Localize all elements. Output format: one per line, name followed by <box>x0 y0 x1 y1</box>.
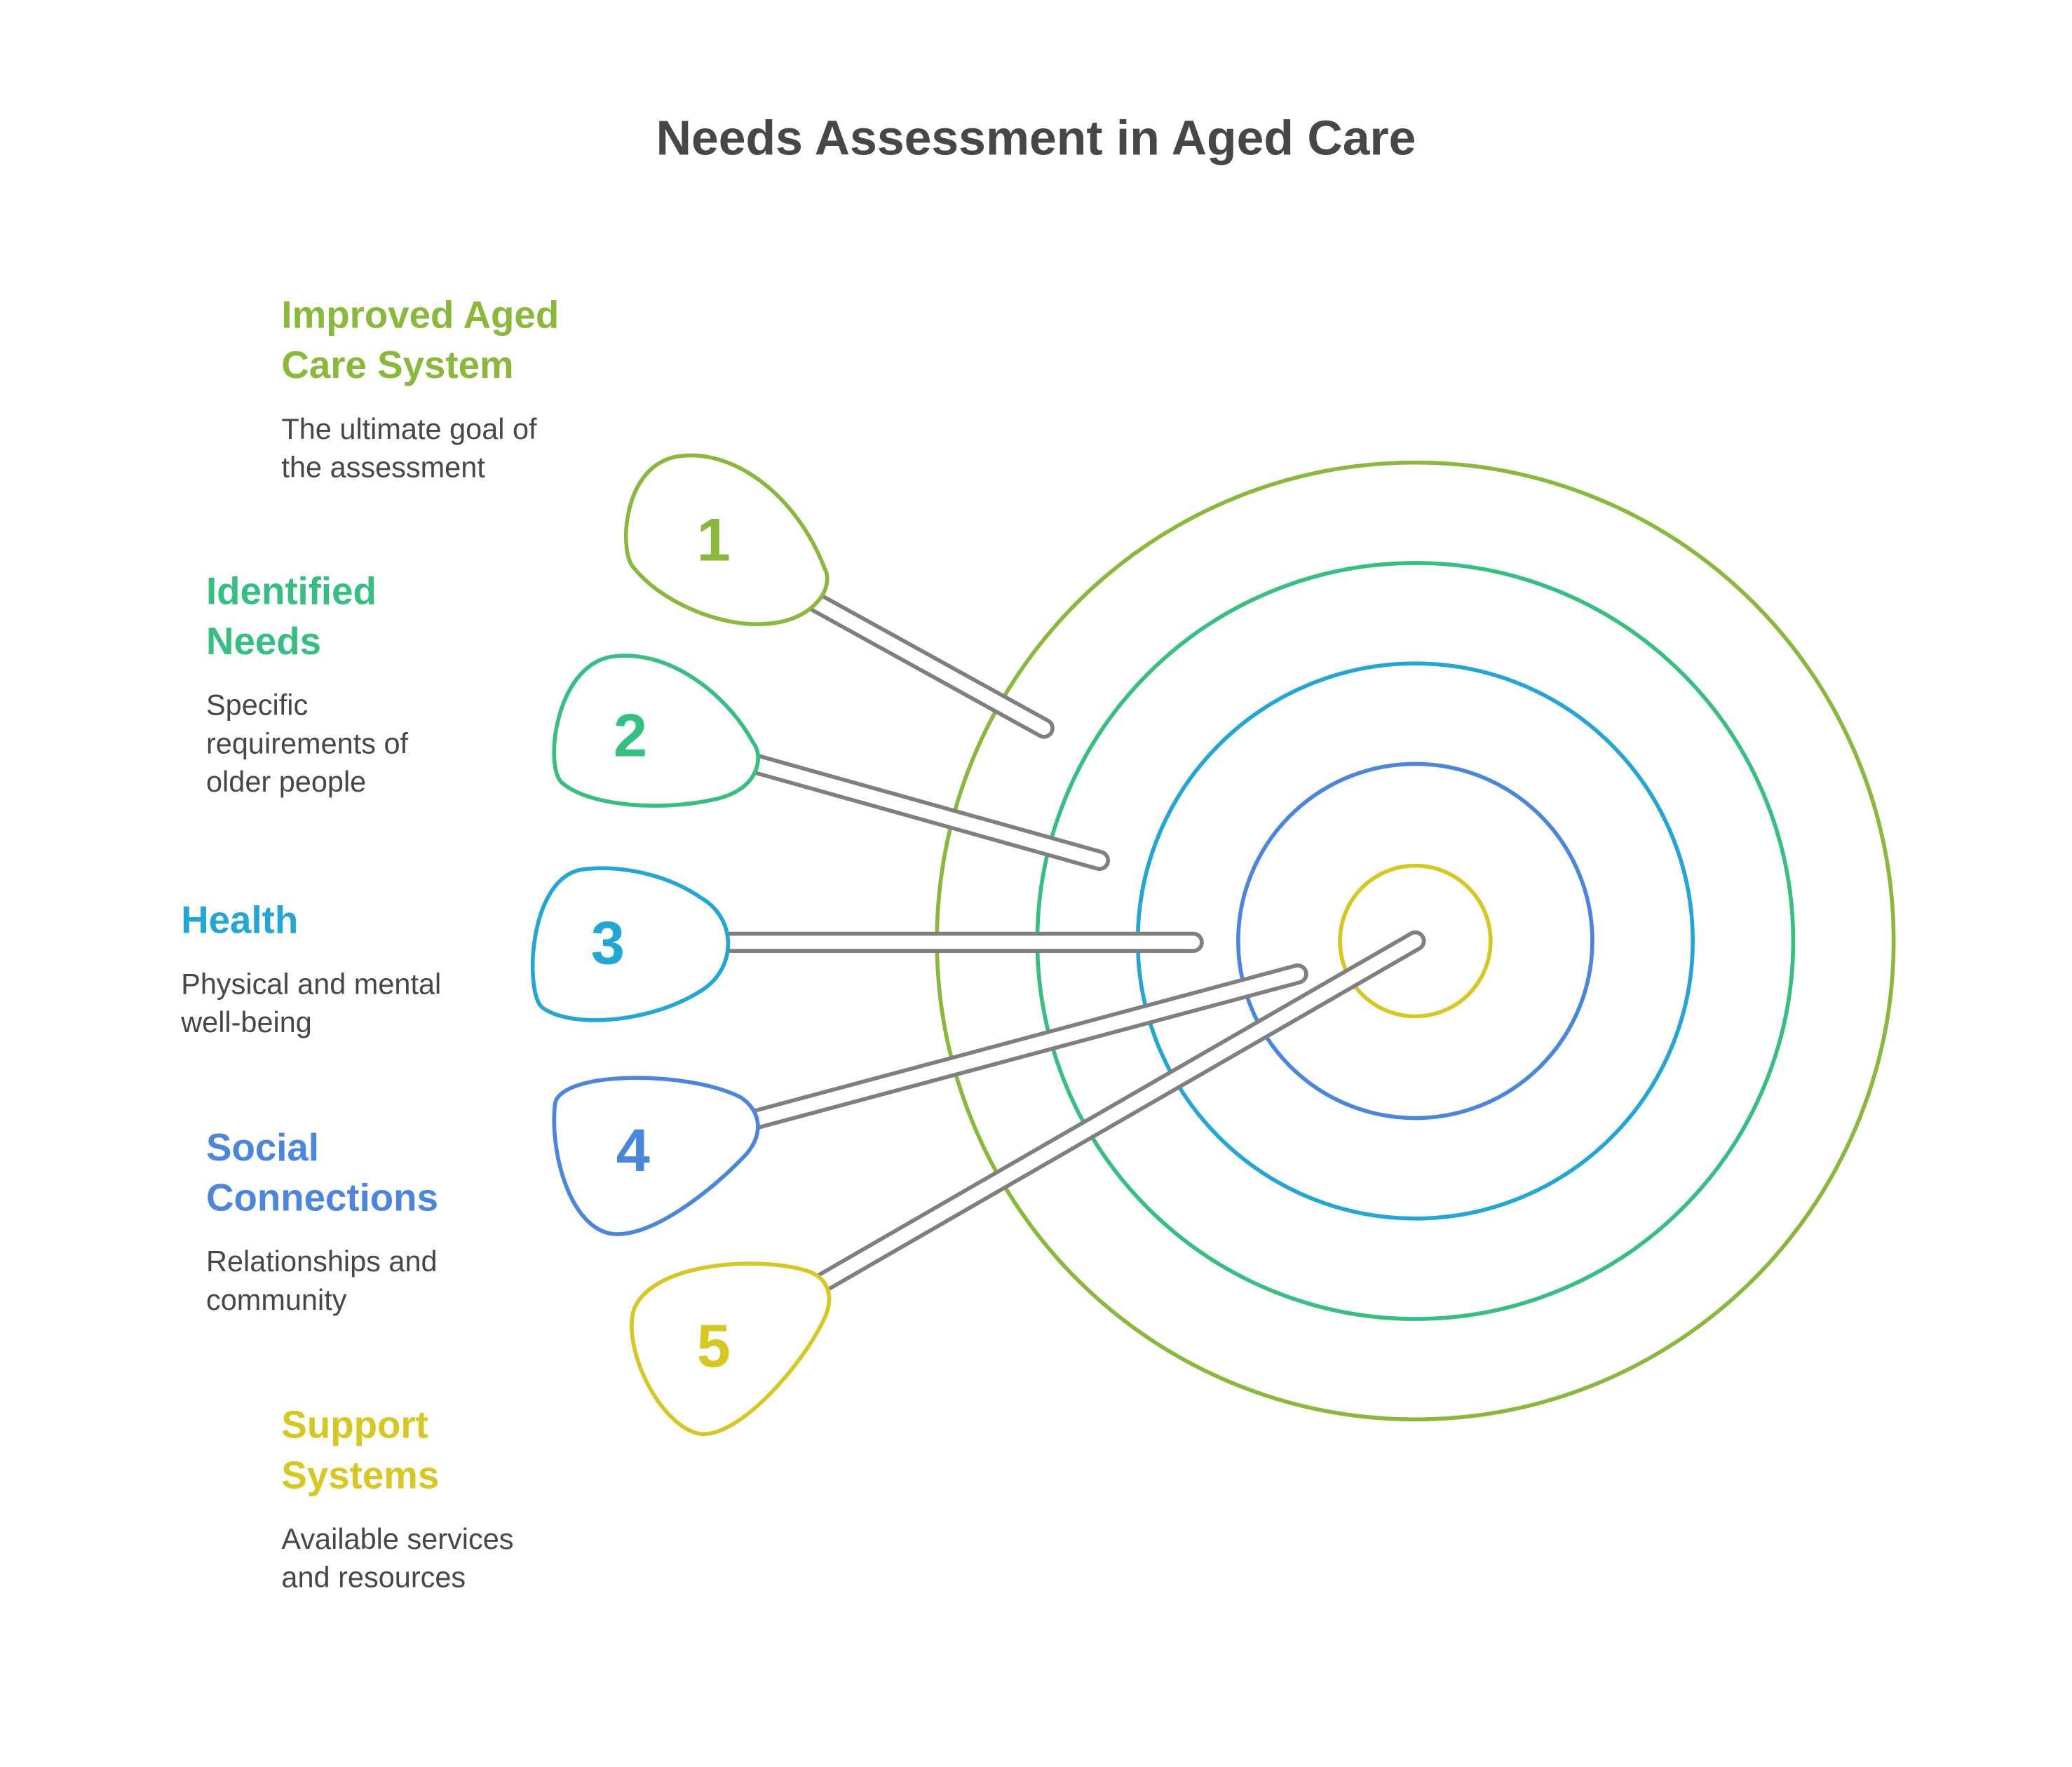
arrow-2-number: 2 <box>614 702 647 769</box>
item-2-title-line-1: Identified <box>205 571 377 614</box>
arrow-1-flight <box>623 453 830 627</box>
item-1-description: The ultimate goal of the assessment <box>281 409 625 486</box>
item-3-title: Health <box>181 896 498 947</box>
item-4-desc-line-2: community <box>205 1283 347 1317</box>
item-5-title: Support Systems <box>281 1401 598 1501</box>
arrow-3-number: 3 <box>591 909 625 977</box>
arrow-4-number: 4 <box>616 1117 650 1184</box>
item-1-label: Improved Aged Care System The ultimate g… <box>281 291 625 487</box>
arrow-3-flight <box>530 866 731 1022</box>
item-4-title-line-2: Connections <box>205 1177 438 1220</box>
item-5-title-line-2: Systems <box>281 1455 440 1498</box>
item-4-label: Social Connections Relationships and com… <box>206 1123 523 1319</box>
item-4-desc-line-1: Relationships and <box>205 1245 438 1278</box>
arrow-1-shaft-fill <box>810 596 1051 735</box>
item-1-desc-line-2: the assessment <box>281 450 485 484</box>
arrow-1-number: 1 <box>697 506 731 574</box>
item-1-title: Improved Aged Care System <box>281 291 625 391</box>
item-3-desc-line-2: well-being <box>181 1006 312 1039</box>
arrow-1: 1 <box>623 453 1055 739</box>
item-2-desc-line-1: Specific <box>205 688 309 722</box>
item-2-description: Specific requirements of older people <box>206 686 523 801</box>
arrow-2-shaft-fill <box>744 756 1106 867</box>
arrow-4-flight <box>552 1076 760 1236</box>
arrow-5-number: 5 <box>697 1313 731 1380</box>
item-2-title-line-2: Needs <box>205 621 322 664</box>
item-1-title-line-2: Care System <box>281 344 514 388</box>
item-4-description: Relationships and community <box>206 1243 523 1319</box>
item-2-desc-line-3: older people <box>205 765 367 799</box>
arrows: 1 2 3 4 5 <box>530 453 1426 1436</box>
item-2-desc-line-2: requirements of <box>205 726 409 760</box>
item-5-desc-line-1: Available services <box>281 1522 514 1556</box>
item-1-desc-line-1: The ultimate goal of <box>281 412 537 446</box>
item-3-description: Physical and mental well-being <box>181 965 498 1041</box>
item-5-label: Support Systems Available services and r… <box>281 1401 598 1597</box>
arrow-5-flight <box>630 1261 832 1436</box>
item-5-description: Available services and resources <box>281 1520 598 1597</box>
item-3-title-line-1: Health <box>181 900 299 942</box>
item-2-label: Identified Needs Specific requirements o… <box>206 567 523 801</box>
arrow-4-shaft-fill <box>744 967 1305 1128</box>
item-1-title-line-1: Improved Aged <box>281 294 560 337</box>
arrow-5-shaft-fill <box>813 934 1422 1292</box>
item-4-title: Social Connections <box>206 1123 523 1224</box>
item-3-desc-line-1: Physical and mental <box>181 967 442 1001</box>
arrow-5: 5 <box>630 930 1426 1436</box>
arrow-3: 3 <box>530 866 1204 1022</box>
page-title: Needs Assessment in Aged Care <box>656 111 1416 165</box>
item-2-title: Identified Needs <box>206 567 523 668</box>
item-5-desc-line-2: and resources <box>281 1560 466 1595</box>
arrow-4: 4 <box>552 963 1308 1236</box>
item-3-label: Health Physical and mental well-being <box>181 896 498 1041</box>
target-rings <box>935 460 1896 1422</box>
ring-fourth <box>1236 761 1594 1121</box>
item-5-title-line-1: Support <box>281 1404 428 1447</box>
item-4-title-line-1: Social <box>205 1127 320 1170</box>
arrow-2: 2 <box>552 654 1111 872</box>
arrow-2-flight <box>552 654 760 808</box>
ring-bullseye <box>1338 863 1493 1019</box>
